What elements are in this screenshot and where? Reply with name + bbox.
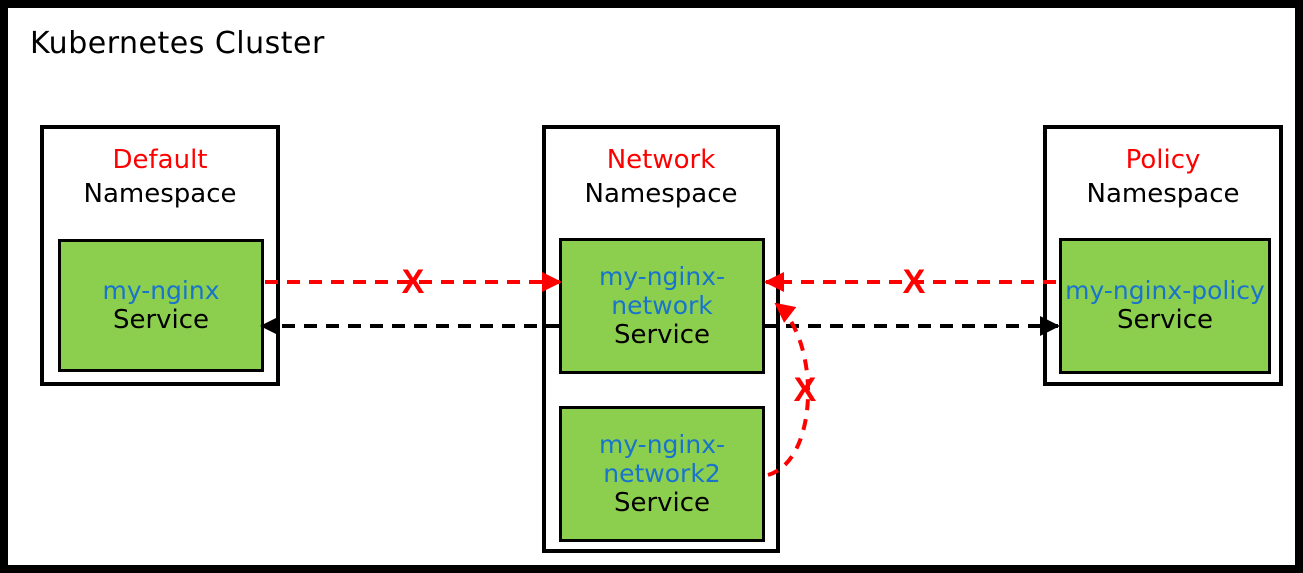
blocked-marker-network2-network: X [793,371,817,409]
namespace-title-policy: Policy [1125,145,1201,175]
namespace-subtitle-default: Namespace [83,179,237,209]
blocked-marker-policy-network: X [902,263,926,301]
namespace-box-default: Default Namespace my-nginx Service [40,125,280,386]
service-kind-my-nginx-policy: Service [1116,305,1214,336]
blocked-marker-default-network: X [401,263,425,301]
service-kind-my-nginx-network2: Service [613,487,711,518]
namespace-box-network: Network Namespace my-nginx-network Servi… [542,125,780,553]
namespace-subtitle-network: Namespace [584,179,738,209]
service-name-my-nginx-network: my-nginx-network [598,261,726,320]
namespace-title-default: Default [112,145,208,175]
service-kind-my-nginx: Service [112,304,210,335]
service-name-my-nginx: my-nginx [102,275,220,305]
namespace-subtitle-policy: Namespace [1086,179,1240,209]
service-name-my-nginx-network2: my-nginx-network2 [598,429,726,488]
service-box-my-nginx-network[interactable]: my-nginx-network Service [559,238,765,374]
namespace-title-network: Network [606,145,716,175]
service-name-my-nginx-policy: my-nginx-policy [1065,276,1265,306]
namespace-box-policy: Policy Namespace my-nginx-policy Service [1043,125,1283,386]
service-box-my-nginx[interactable]: my-nginx Service [58,239,264,372]
service-kind-my-nginx-network: Service [613,319,711,350]
page-title: Kubernetes Cluster [30,26,325,61]
service-box-my-nginx-policy[interactable]: my-nginx-policy Service [1059,238,1271,374]
service-box-my-nginx-network2[interactable]: my-nginx-network2 Service [559,406,765,542]
